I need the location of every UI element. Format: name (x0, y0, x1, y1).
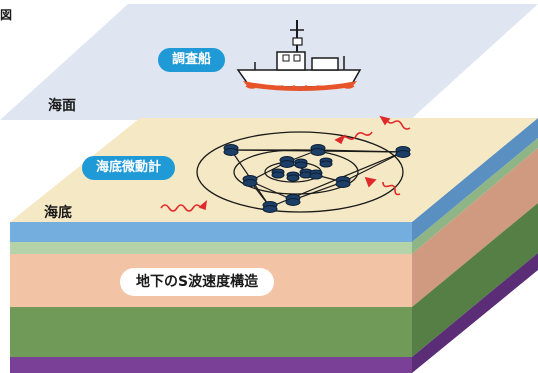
front-layer-green (10, 307, 412, 357)
ship-icon (236, 20, 362, 91)
side-layer-green (412, 203, 538, 357)
side-layer-light-green (412, 138, 538, 254)
seismometer-icon (223, 144, 411, 213)
seafloor-label: 海底 (44, 205, 72, 221)
front-layer-purple (10, 357, 412, 373)
side-layer-purple (412, 253, 538, 373)
figure-label: 図 (0, 8, 13, 22)
survey-ship-label: 調査船 (158, 48, 226, 72)
sea-surface-label: 海面 (48, 98, 76, 114)
sea-surface-plane (0, 4, 538, 120)
front-layer-blue (10, 222, 412, 242)
side-layer-blue (412, 118, 538, 242)
side-layer-salmon (412, 148, 538, 307)
s-wave-structure-label: 地下のS波速度構造 (120, 268, 275, 296)
seismic-wave-icon (160, 115, 411, 212)
seafloor-seismometer-label: 海底微動計 (82, 156, 176, 180)
front-layer-light-green (10, 242, 412, 254)
